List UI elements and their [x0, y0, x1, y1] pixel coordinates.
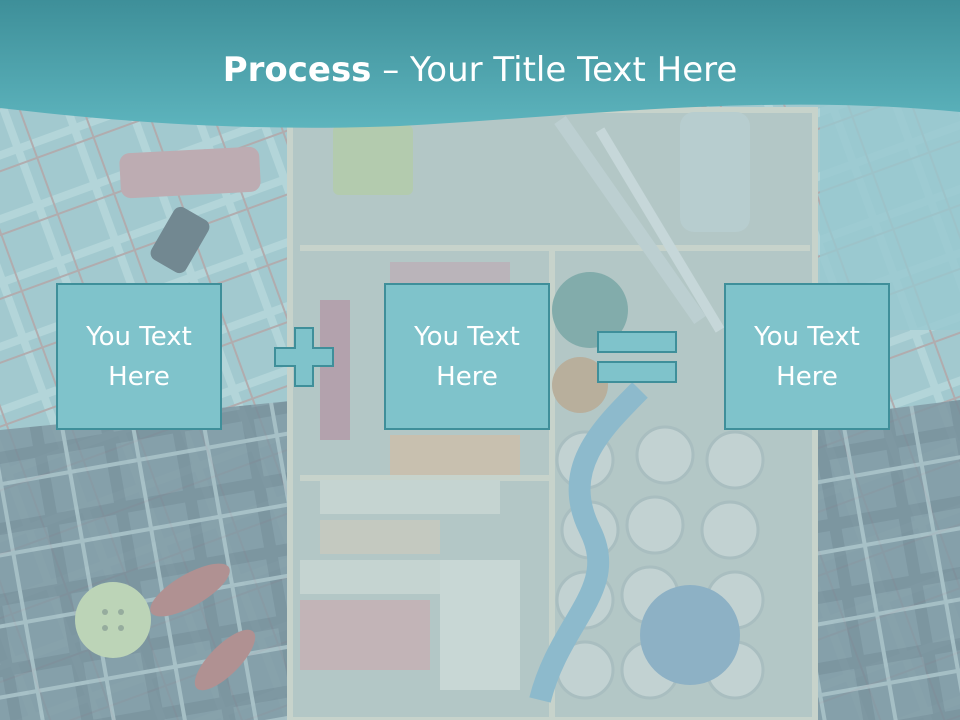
process-box-3[interactable]: You Text Here — [724, 283, 890, 430]
slide-title: Process – Your Title Text Here — [0, 50, 960, 90]
title-banner — [0, 0, 960, 128]
process-box-1-text: You Text Here — [86, 321, 192, 392]
title-rest-text: – Your Title Text Here — [371, 50, 738, 90]
process-box-2[interactable]: You Text Here — [384, 283, 550, 430]
process-box-3-text: You Text Here — [754, 321, 860, 392]
process-box-1[interactable]: You Text Here — [56, 283, 222, 430]
equals-icon — [597, 331, 677, 383]
title-bold-text: Process — [222, 50, 372, 90]
plus-icon — [274, 327, 334, 387]
process-box-2-text: You Text Here — [414, 321, 520, 392]
